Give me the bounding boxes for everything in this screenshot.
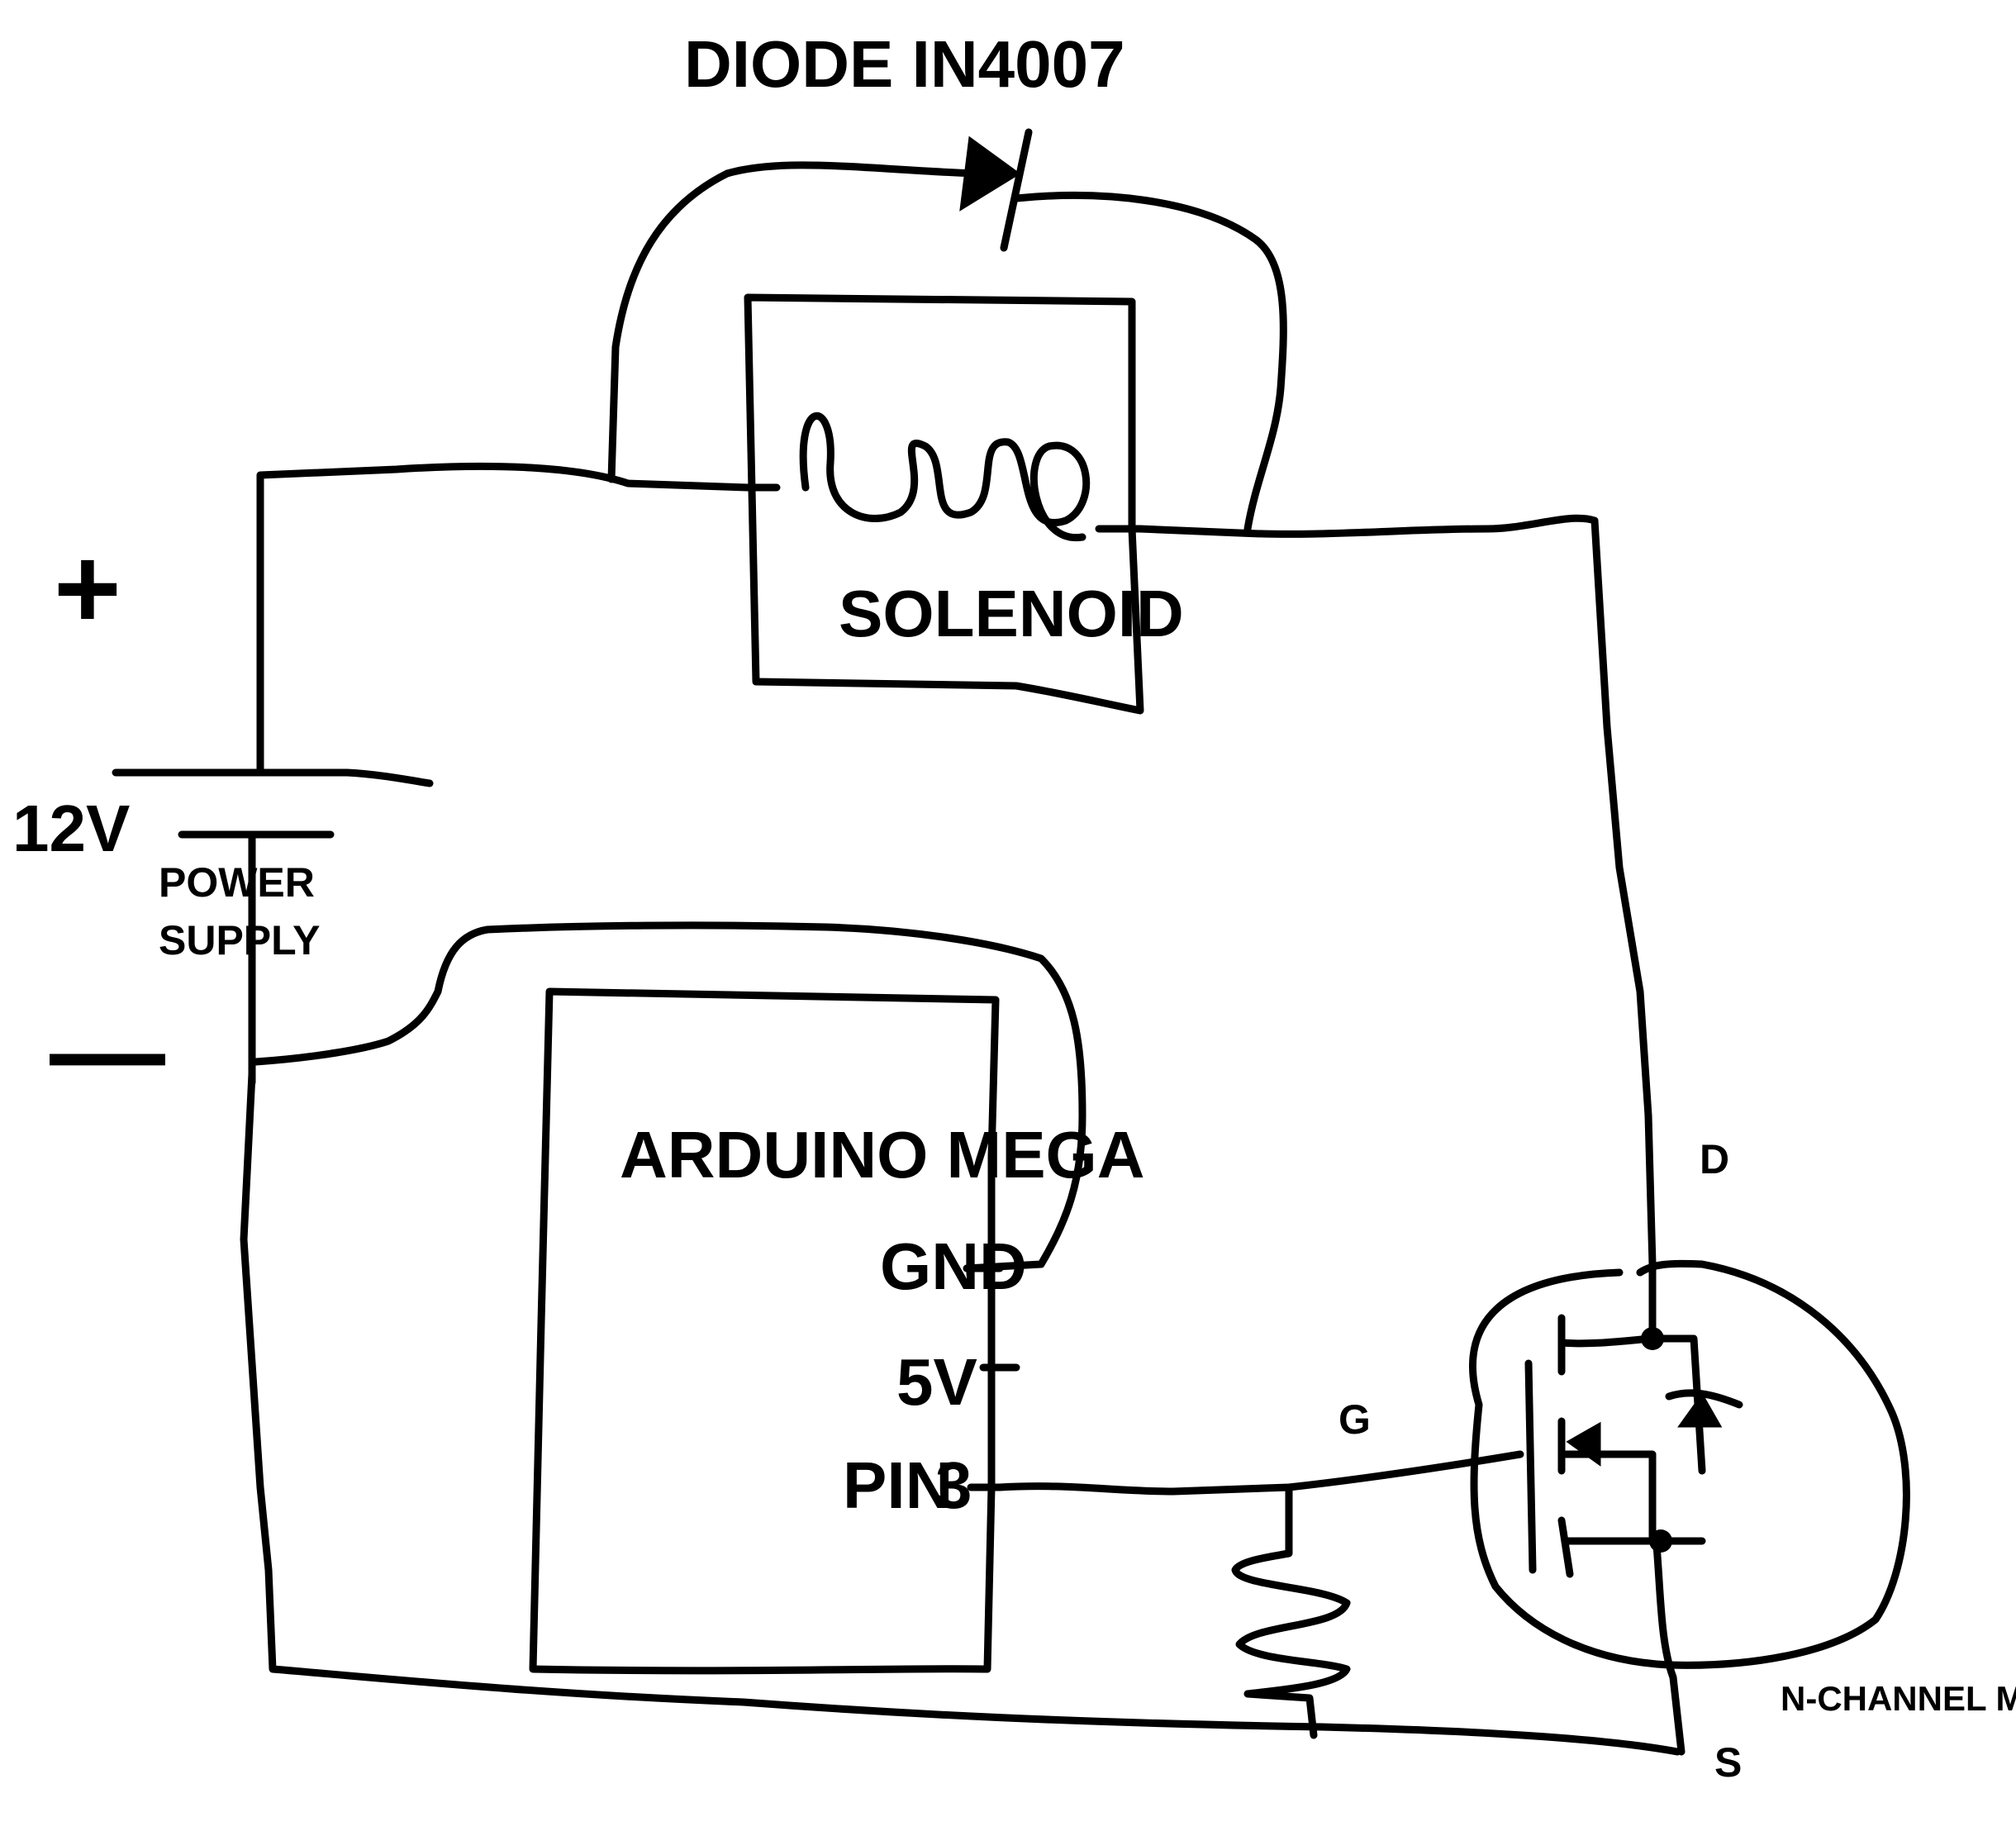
mosfet-arrow (1566, 1421, 1601, 1467)
wire-ground-return (240, 1070, 1681, 1756)
wire-drain (1095, 514, 1657, 1343)
gnd-label: GND (880, 1230, 1027, 1303)
diode-label: DIODE IN4007 (684, 27, 1125, 101)
mosfet-circle (1468, 1259, 1910, 1669)
pin-word-label: PIN (843, 1448, 953, 1522)
diode-wire-right (1012, 192, 1287, 533)
mosfet-body-diode-bar (1665, 1389, 1743, 1409)
source-junction (1649, 1529, 1672, 1553)
battery-long-plate (112, 768, 434, 787)
power-supply-label-1: POWER (159, 859, 315, 906)
diode-wire (607, 161, 979, 483)
power-supply-label-2: SUPPLY (159, 917, 320, 963)
arduino-label: ARDUINO MEGA (620, 1118, 1145, 1191)
plus-sign: + (54, 523, 121, 653)
five-v-label: 5V (896, 1345, 977, 1419)
mosfet-label: N-CHANNEL MOSFET (1781, 1679, 2016, 1718)
pin-number-label: 3 (935, 1448, 972, 1522)
pulldown-resistor (1231, 1483, 1351, 1739)
mosfet-gate-plate (1524, 1359, 1537, 1574)
source-label: S (1714, 1739, 1742, 1786)
solenoid-label: SOLENOID (839, 577, 1184, 650)
mosfet-body-line (1562, 1450, 1657, 1541)
minus-sign: — (50, 986, 165, 1115)
drain-label: D (1700, 1136, 1729, 1182)
gate-label: G (1338, 1396, 1371, 1443)
mosfet-source-lead (1652, 1541, 1686, 1756)
mosfet-body-diode (1677, 1392, 1723, 1428)
mosfet-source-channel (1557, 1516, 1574, 1578)
wire-gate (996, 1450, 1524, 1496)
arduino-box (529, 987, 1000, 1675)
diode-symbol (959, 136, 1021, 212)
wire-positive (256, 462, 781, 777)
voltage-label: 12V (12, 792, 130, 865)
solenoid-box (744, 293, 1144, 715)
wire-ground-loop (252, 921, 1086, 1272)
diode-bar (1000, 128, 1033, 252)
solenoid-coil (799, 411, 1091, 541)
